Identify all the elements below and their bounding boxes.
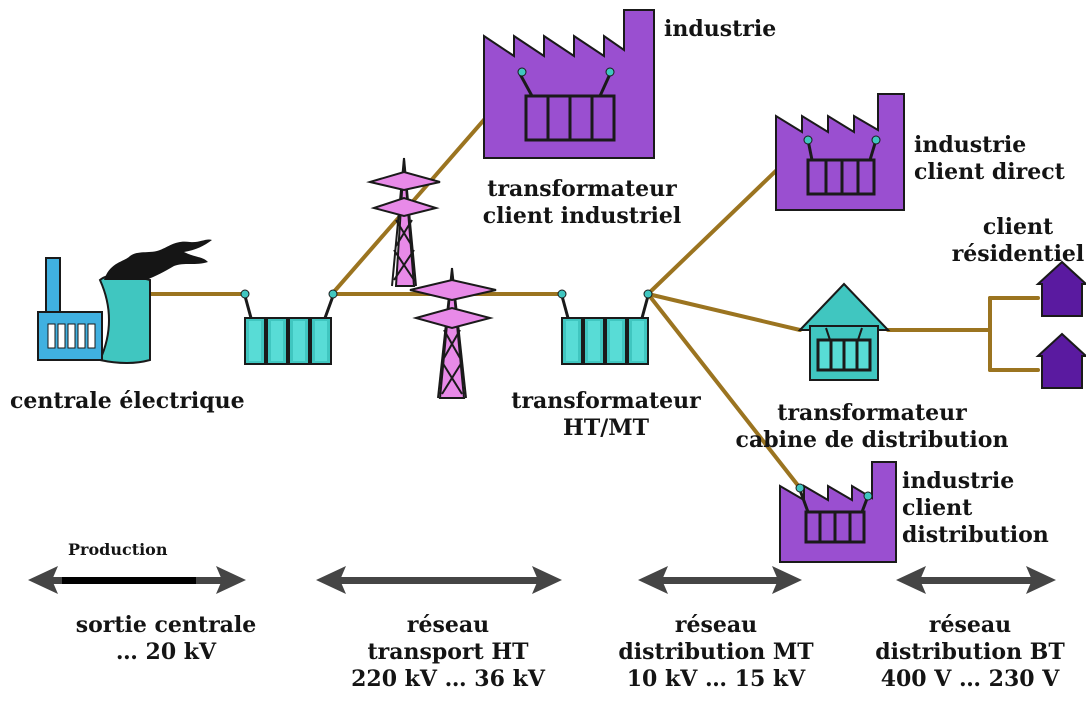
label-transfo-client-line1: transformateur [487,176,677,202]
factory-distribution-icon [779,461,897,563]
section-label-distribution-mt: réseau distribution MT 10 kV … 15 kV [618,612,813,693]
section-0-line1: sortie centrale [75,612,257,638]
section-2-line3: 10 kV … 15 kV [626,666,806,692]
label-transfo-client-line2: client industriel [482,203,682,229]
label-transfo-htmt: transformateur HT/MT [511,388,700,442]
pylon-upper-icon [366,157,441,287]
transformer-centrale-icon [240,289,338,365]
arrow-distribution-mt [638,566,802,594]
section-1-line1: réseau [406,612,490,638]
label-industrie-dist-line2: client [902,495,973,521]
section-label-distribution-bt: réseau distribution BT 400 V … 230 V [875,612,1064,693]
label-client-residentiel: client résidentiel [952,214,1085,268]
label-transfo-cabine: transformateur cabine de distribution [736,400,1009,454]
label-client-res-line1: client [982,214,1054,240]
section-label-sortie-centrale: sortie centrale … 20 kV [76,612,257,666]
factory-top-icon [483,9,655,159]
section-arrows [28,566,1056,594]
label-centrale-electrique: centrale électrique [10,388,245,414]
distribution-cabin-icon [797,282,891,381]
power-plant-icon [37,239,212,364]
section-3-line2: distribution BT [875,639,1065,665]
label-client-res-line2: résidentiel [951,241,1085,267]
label-industrie-direct-line1: industrie [914,132,1027,158]
line-to-cabine [646,292,802,332]
section-2-line2: distribution MT [618,639,814,665]
label-production: Production [68,540,168,559]
section-label-transport-ht: réseau transport HT 220 kV … 36 kV [351,612,545,693]
arrow-transport-ht [316,566,562,594]
factory-direct-icon [775,93,905,211]
label-industrie-client-distribution: industrie client distribution [902,468,1049,549]
house-icon-lower [1035,332,1086,389]
label-transfo-htmt-line2: HT/MT [563,415,649,441]
section-1-line3: 220 kV … 36 kV [351,666,545,692]
house-icon-upper [1035,260,1086,317]
label-industrie-direct-line2: client direct [914,159,1065,185]
label-industrie-dist-line3: distribution [902,522,1049,548]
label-industrie-client-direct: industrie client direct [914,132,1065,186]
label-industrie-top: industrie [664,16,777,42]
label-cabine-line2: cabine de distribution [735,427,1009,453]
section-2-line1: réseau [674,612,758,638]
pylon-lower-icon [409,267,497,399]
line-to-industrie-dist [646,292,802,490]
section-0-line2: … 20 kV [115,639,217,665]
label-transfo-htmt-line1: transformateur [511,388,701,414]
section-1-line2: transport HT [367,639,529,665]
section-3-line1: réseau [928,612,1012,638]
arrow-distribution-bt [896,566,1056,594]
arrow-sortie-centrale [28,566,246,594]
label-transfo-client-industriel: transformateur client industriel [483,176,682,230]
section-3-line3: 400 V … 230 V [880,666,1060,692]
transformer-htmt-icon [557,289,653,365]
label-cabine-line1: transformateur [777,400,967,426]
label-industrie-dist-line1: industrie [902,468,1015,494]
